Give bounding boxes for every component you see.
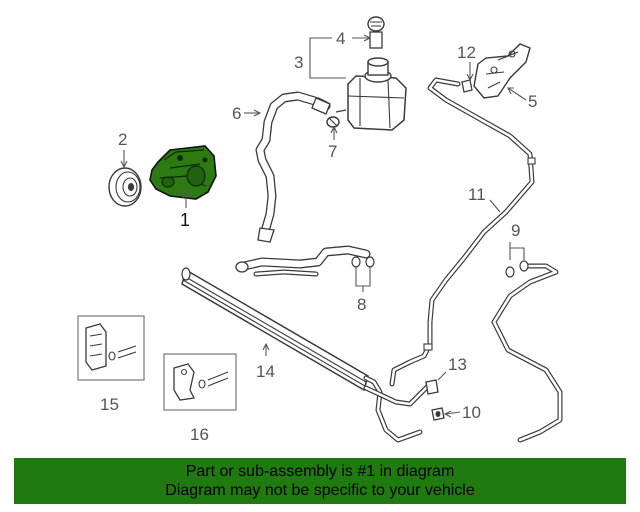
callout-4: 4 [336, 29, 345, 48]
callout-15: 15 [100, 395, 119, 414]
callout-labels: 2 1 3 4 5 6 7 8 9 10 11 12 13 14 15 16 [100, 29, 537, 444]
part-11-return-line[interactable] [389, 77, 536, 387]
leader-lines [120, 34, 527, 418]
part-15-inset[interactable] [77, 315, 145, 381]
part-14-cooler[interactable] [181, 267, 431, 443]
callout-16: 16 [190, 425, 209, 444]
callout-12: 12 [457, 43, 476, 62]
part-1-power-steering-pump[interactable] [149, 145, 217, 200]
part-12-clip[interactable] [461, 79, 473, 93]
callout-8: 8 [357, 295, 366, 314]
callout-10: 10 [462, 403, 481, 422]
part-10-grommet[interactable] [431, 407, 445, 421]
callout-14: 14 [256, 362, 275, 381]
callout-9: 9 [511, 221, 520, 240]
callout-11: 11 [468, 185, 486, 204]
callout-6: 6 [232, 104, 241, 123]
part-2-pulley[interactable] [108, 167, 142, 207]
part-13-clip[interactable] [425, 379, 439, 395]
parts-diagram: 2 1 3 4 5 6 7 8 9 10 11 12 13 14 15 16 [77, 16, 563, 444]
callout-3: 3 [294, 53, 303, 72]
part-3-reservoir[interactable] [335, 57, 407, 131]
callout-1: 1 [180, 210, 190, 230]
part-9-hose-assembly[interactable] [491, 260, 563, 443]
part-7-clamp[interactable] [326, 116, 340, 128]
part-5-bracket[interactable] [473, 43, 531, 99]
part-16-inset[interactable] [163, 353, 237, 411]
callout-7: 7 [328, 142, 337, 161]
part-4-reservoir-cap[interactable] [367, 16, 385, 49]
callout-5: 5 [528, 92, 537, 111]
part-6-hose[interactable] [255, 91, 331, 243]
part-8-pressure-hose[interactable] [235, 245, 375, 277]
banner-line-1: Part or sub-assembly is #1 in diagram [185, 463, 455, 480]
banner-line-2: Diagram may not be specific to your vehi… [165, 482, 475, 499]
callout-13: 13 [448, 355, 467, 374]
callout-2: 2 [118, 130, 127, 149]
info-banner: Part or sub-assembly is #1 in diagram Di… [14, 458, 626, 504]
